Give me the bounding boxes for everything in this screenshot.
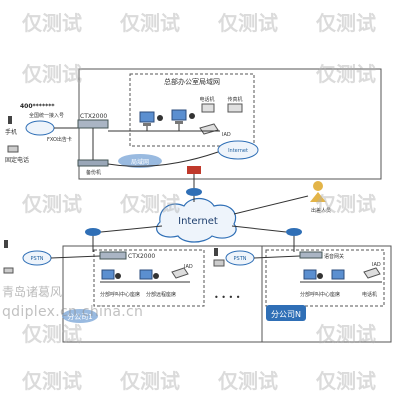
svg-text:Internet: Internet [178,216,218,227]
svg-text:PSTN: PSTN [234,256,247,262]
branch-right-pstn-cloud: PSTN [225,250,255,266]
branch-left-dots: • • • • [214,293,241,302]
branch-right-workstation-2 [331,269,345,280]
svg-text:PSTN: PSTN [31,256,44,262]
svg-text:IAD: IAD [184,264,193,270]
branch-left-office-frame [93,249,205,307]
svg-text:仅测试: 仅测试 [218,369,278,393]
remote-user-icon [310,181,326,202]
svg-text:仅测试: 仅测试 [218,11,278,35]
hq-lan-oval: 局域网 [118,154,162,168]
branch-left-phone-icon [3,240,14,274]
branch-right-phone-icon [214,248,218,256]
svg-text:仅测试: 仅测试 [316,192,376,216]
remote-user-label: 出差人员 [311,207,331,214]
svg-text:备份机: 备份机 [86,169,101,176]
hq-fax-device: 传真机 [227,96,243,113]
branch-left-workstation-2 [139,269,159,280]
watermark-url: qdiplex.cn.china.cn [2,304,144,320]
svg-text:仅测试: 仅测试 [316,322,376,346]
svg-text:仅测试: 仅测试 [120,192,180,216]
svg-text:CTX2000: CTX2000 [128,253,155,260]
watermark-grid: 仅测试 仅测试 仅测试 仅测试 仅测试 仅测试 仅测试 仅测试 仅测试 仅测试 … [22,11,376,393]
internet-cloud: Internet [156,197,237,243]
hq-mobile-icon [8,116,12,124]
branch-left-workstation-1 [101,269,121,280]
hq-router-icon [187,166,201,174]
hq-mobile-label: 手机 [5,128,17,136]
hq-internet-cloud: Internet [217,140,259,160]
branch-right-pc-label: 分部呼叫中心座席 [300,291,340,298]
branch-right-iad-device: IAD [363,262,381,279]
svg-text:仅测试: 仅测试 [22,322,82,346]
hq-phone-number-note: 全国统一接入号 [29,112,64,119]
core-router-icon [186,188,202,196]
branch-right-fax-label: 电话机 [362,291,377,298]
branches-frame [62,245,392,343]
svg-text:仅测试: 仅测试 [316,11,376,35]
hq-phone-device: 电话机 [199,96,215,113]
branch-left-remote-phone-icon [213,259,225,267]
svg-text:CTX2000: CTX2000 [80,113,107,120]
svg-text:Internet: Internet [228,148,248,154]
svg-text:分公司N: 分公司N [271,310,301,319]
svg-text:仅测试: 仅测试 [316,62,376,86]
branch-right-gateway-device: 语音网关 [299,251,344,260]
svg-text:分公司1: 分公司1 [67,312,92,321]
branch-left-pc-label: 分部呼叫中心座席 [100,291,140,298]
svg-text:传真机: 传真机 [227,96,242,103]
hq-switch-device: CTX2000 [77,113,109,129]
svg-text:仅测试: 仅测试 [316,369,376,393]
svg-text:IAD: IAD [222,132,231,138]
hq-office-frame [129,73,255,147]
branch-left-switch-device: CTX2000 [99,251,155,260]
branch-right-office-frame [265,249,385,307]
svg-text:仅测试: 仅测试 [22,369,82,393]
svg-text:局域网: 局域网 [131,158,149,166]
svg-text:语音网关: 语音网关 [324,253,344,260]
branch-left-ext-label: 分部远程座席 [146,291,176,298]
hq-fxo-label: FXO出告卡 [47,136,72,143]
svg-text:IAD: IAD [372,262,381,268]
branch-left-iad-device: IAD [171,264,193,279]
svg-text:仅测试: 仅测试 [22,11,82,35]
hq-workstation-1 [139,111,163,126]
svg-text:仅测试: 仅测试 [22,192,82,216]
svg-text:电话机: 电话机 [199,96,214,103]
hq-title: 总部办公室局域网 [164,77,220,86]
hq-pstn-cloud [25,120,55,136]
svg-text:仅测试: 仅测试 [120,11,180,35]
hq-phone-number: 400******* [20,103,55,110]
hq-workstation-2 [171,109,195,124]
branch-left-lan-oval: 分公司1 [62,309,98,323]
hq-landline-label: 固定电话 [5,156,29,164]
hq-pbx-device: 备份机 [77,159,109,176]
svg-text:仅测试: 仅测试 [120,369,180,393]
branch-right-lan-oval: 分公司N [266,305,306,321]
branch-right-router-icon [286,228,302,236]
watermark-company: 青岛诸葛风 [2,284,62,299]
svg-text:仅测试: 仅测试 [22,62,82,86]
hq-landline-icon [7,145,19,153]
branch-left-router-icon [85,228,101,236]
branch-left-pstn-cloud: PSTN [22,250,52,266]
branch-right-workstation-1 [303,269,323,280]
